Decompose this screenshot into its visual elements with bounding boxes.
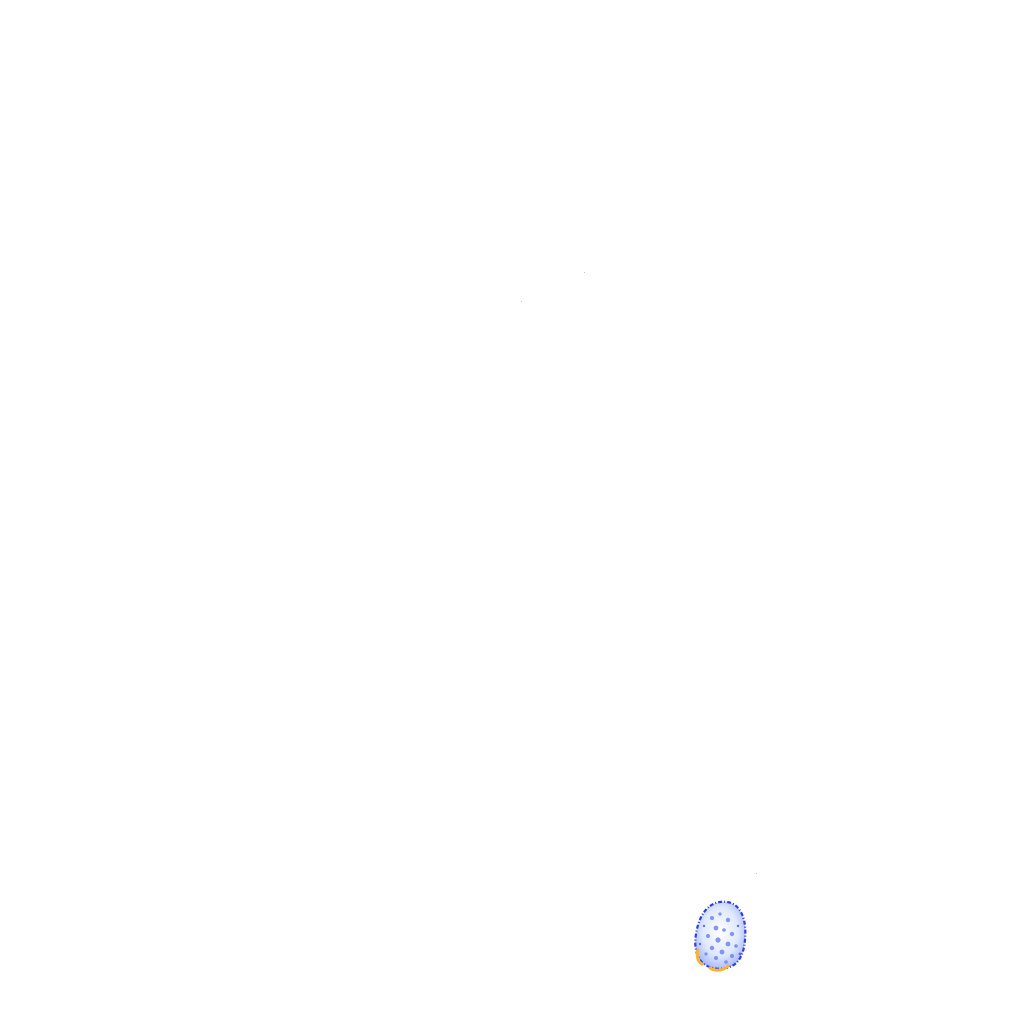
faint-speck bbox=[521, 301, 522, 302]
faint-speck bbox=[756, 873, 757, 874]
faint-speck bbox=[584, 272, 585, 273]
speckled-blob bbox=[694, 900, 747, 972]
